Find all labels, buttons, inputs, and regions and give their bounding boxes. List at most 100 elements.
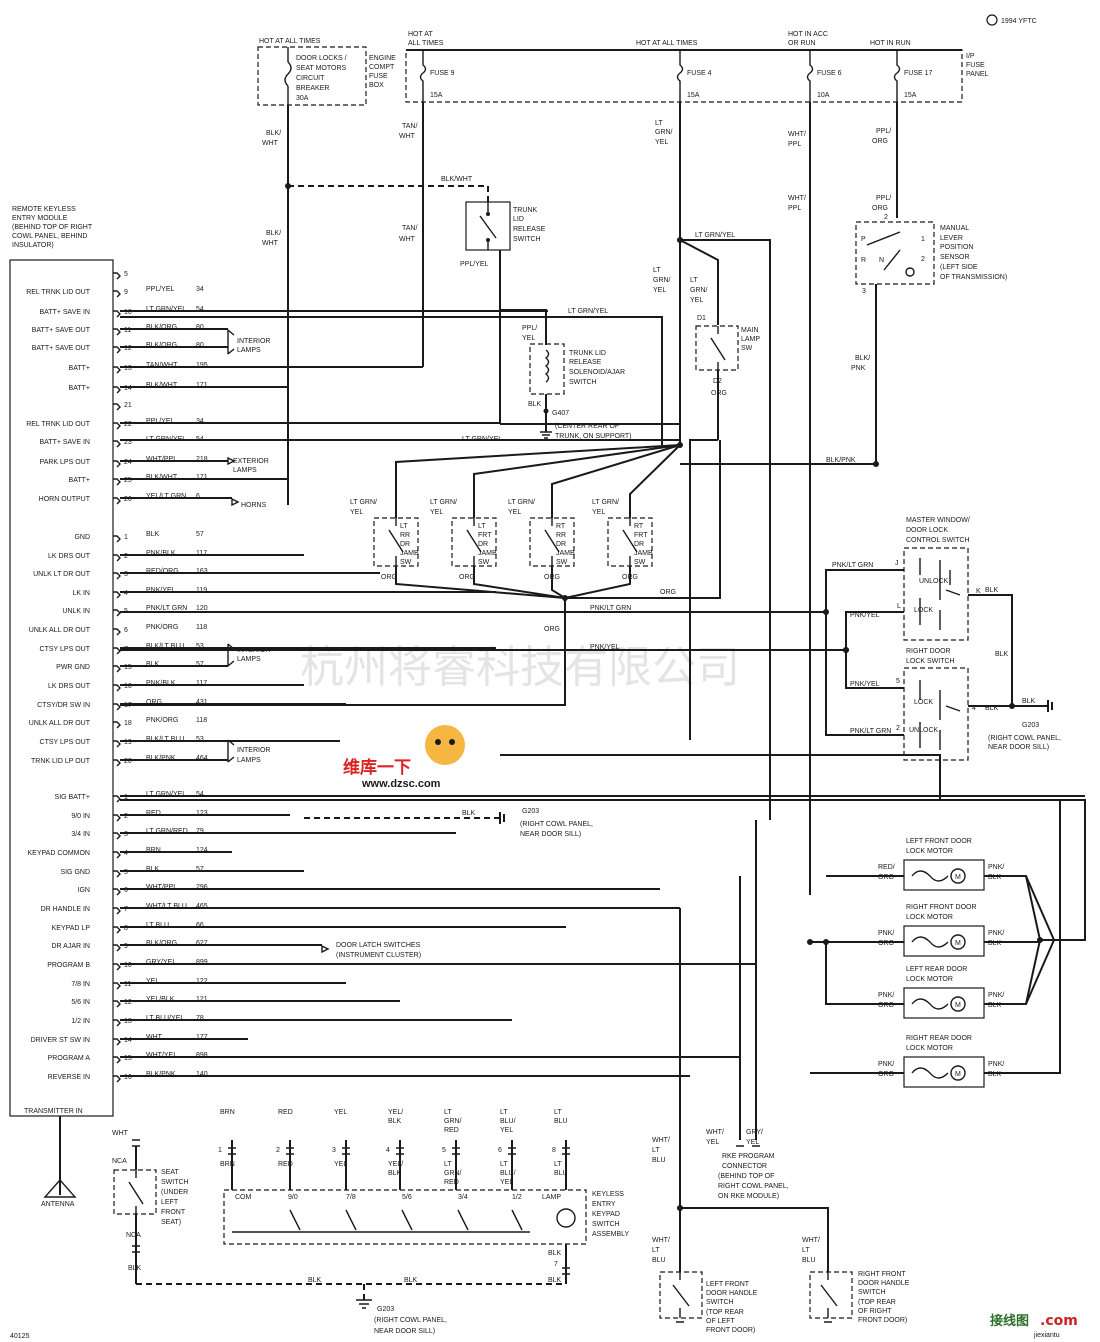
pin-number: 12 [124,999,132,1006]
svg-text:NCA: NCA [126,1232,141,1239]
svg-text:YEL: YEL [655,139,668,146]
wire-color-label: BLK [988,874,1002,881]
svg-text:WHT/: WHT/ [652,1137,670,1144]
svg-text:LT GRN/: LT GRN/ [592,499,619,506]
wire-color-label: BLK/WHT [146,382,178,389]
jamb-switch-label: FRT [634,532,648,539]
svg-text:BLK/: BLK/ [266,130,281,137]
svg-text:2: 2 [884,214,888,221]
pin-function-label: DR AJAR IN [51,943,90,950]
svg-text:PPL: PPL [788,141,801,148]
svg-text:SWITCH: SWITCH [706,1299,734,1306]
pin-number: 2 [124,813,128,820]
circuit-number: 80 [196,324,204,331]
svg-text:RELEASE: RELEASE [569,359,602,366]
pin-function-label: 3/4 IN [71,831,90,838]
circuit-number: 898 [196,1052,208,1059]
svg-text:PPL/YEL: PPL/YEL [460,261,489,268]
pin-function-label: 1/2 IN [71,1018,90,1025]
svg-text:ORG: ORG [872,205,888,212]
wire-color-label: PPL/YEL [146,286,175,293]
svg-text:LEFT FRONT: LEFT FRONT [706,1281,750,1288]
svg-text:PNK/YEL: PNK/YEL [590,644,620,651]
svg-text:WHT: WHT [399,236,416,243]
motor-symbol: M [955,1071,961,1078]
svg-text:LT: LT [690,277,698,284]
wire-color-label: PNK/BLK [146,550,176,557]
svg-text:BLU: BLU [652,1257,666,1264]
svg-text:(RIGHT COWL PANEL,: (RIGHT COWL PANEL, [520,821,593,828]
wire-color-label: LT [554,1161,562,1168]
svg-text:DOOR HANDLE: DOOR HANDLE [858,1280,910,1287]
svg-text:WHT/: WHT/ [788,195,806,202]
svg-text:LT GRN/: LT GRN/ [508,499,535,506]
wire-color-label: LT BLU/YEL [146,1015,184,1022]
jamb-switch-label: JAMB [400,550,419,557]
svg-text:G203: G203 [522,808,539,815]
circuit-number: 195 [196,362,208,369]
wire-color-label: RED/ [878,864,895,871]
svg-text:LT: LT [655,120,663,127]
pin-function-label: PWR GND [56,664,90,671]
svg-text:YEL: YEL [653,287,666,294]
svg-text:ORG: ORG [622,574,638,581]
pin-number: 13 [124,365,132,372]
svg-text:BLK/WHT: BLK/WHT [441,176,473,183]
wire-color-label: ORG [146,699,162,706]
wire-color-label: GRN/ [444,1170,462,1177]
svg-text:SEAT): SEAT) [161,1219,181,1226]
circuit-number: 117 [196,680,207,687]
svg-text:ORG: ORG [544,626,560,633]
wire-color-label: BLK [988,1002,1002,1009]
svg-text:OF TRANSMISSION): OF TRANSMISSION) [940,274,1007,281]
svg-text:PNK/YEL: PNK/YEL [850,681,880,688]
wire-color-label: BLK/ORG [146,324,177,331]
svg-text:LEVER: LEVER [940,235,963,242]
pin-number: 15 [124,1055,132,1062]
motor-label: LOCK MOTOR [906,1045,953,1052]
wire-color-label: WHT/PPL [146,456,177,463]
circuit-number: 465 [196,903,208,910]
svg-text:SEAT: SEAT [161,1169,179,1176]
circuit-number: 464 [196,755,208,762]
svg-text:TAN/: TAN/ [402,225,417,232]
wire-color-label: PNK/ORG [146,624,178,631]
circuit-number: 34 [196,286,204,293]
svg-text:D1: D1 [697,315,706,322]
svg-text:OR RUN: OR RUN [788,40,816,47]
svg-text:TAN/: TAN/ [402,123,417,130]
power-feed-wires: BLK/WHT BLK/WHT TAN/WHT TAN/WHT LTGRN/YE… [262,102,898,895]
door-lock-switches: MASTER WINDOW/ DOOR LOCK CONTROL SWITCH … [120,517,1061,761]
svg-text:(LEFT SIDE: (LEFT SIDE [940,264,978,271]
pin-function-label: 7/8 IN [71,981,90,988]
svg-text:SWITCH: SWITCH [569,379,597,386]
pin-function-label: 5/6 IN [71,999,90,1006]
circuit-number: 122 [196,978,208,985]
svg-text:FUSE 6: FUSE 6 [817,70,842,77]
circuit-number: 57 [196,531,204,538]
svg-text:SWITCH: SWITCH [858,1289,886,1296]
pin-number: 23 [124,439,132,446]
svg-text:RELEASE: RELEASE [513,226,546,233]
svg-text:SW: SW [741,345,753,352]
svg-text:jiexiantu: jiexiantu [1033,1332,1060,1339]
wire-color-label: YEL/BLK [146,996,175,1003]
svg-text:YEL: YEL [690,297,703,304]
svg-text:N: N [879,257,884,264]
svg-text:RIGHT DOOR: RIGHT DOOR [906,648,951,655]
